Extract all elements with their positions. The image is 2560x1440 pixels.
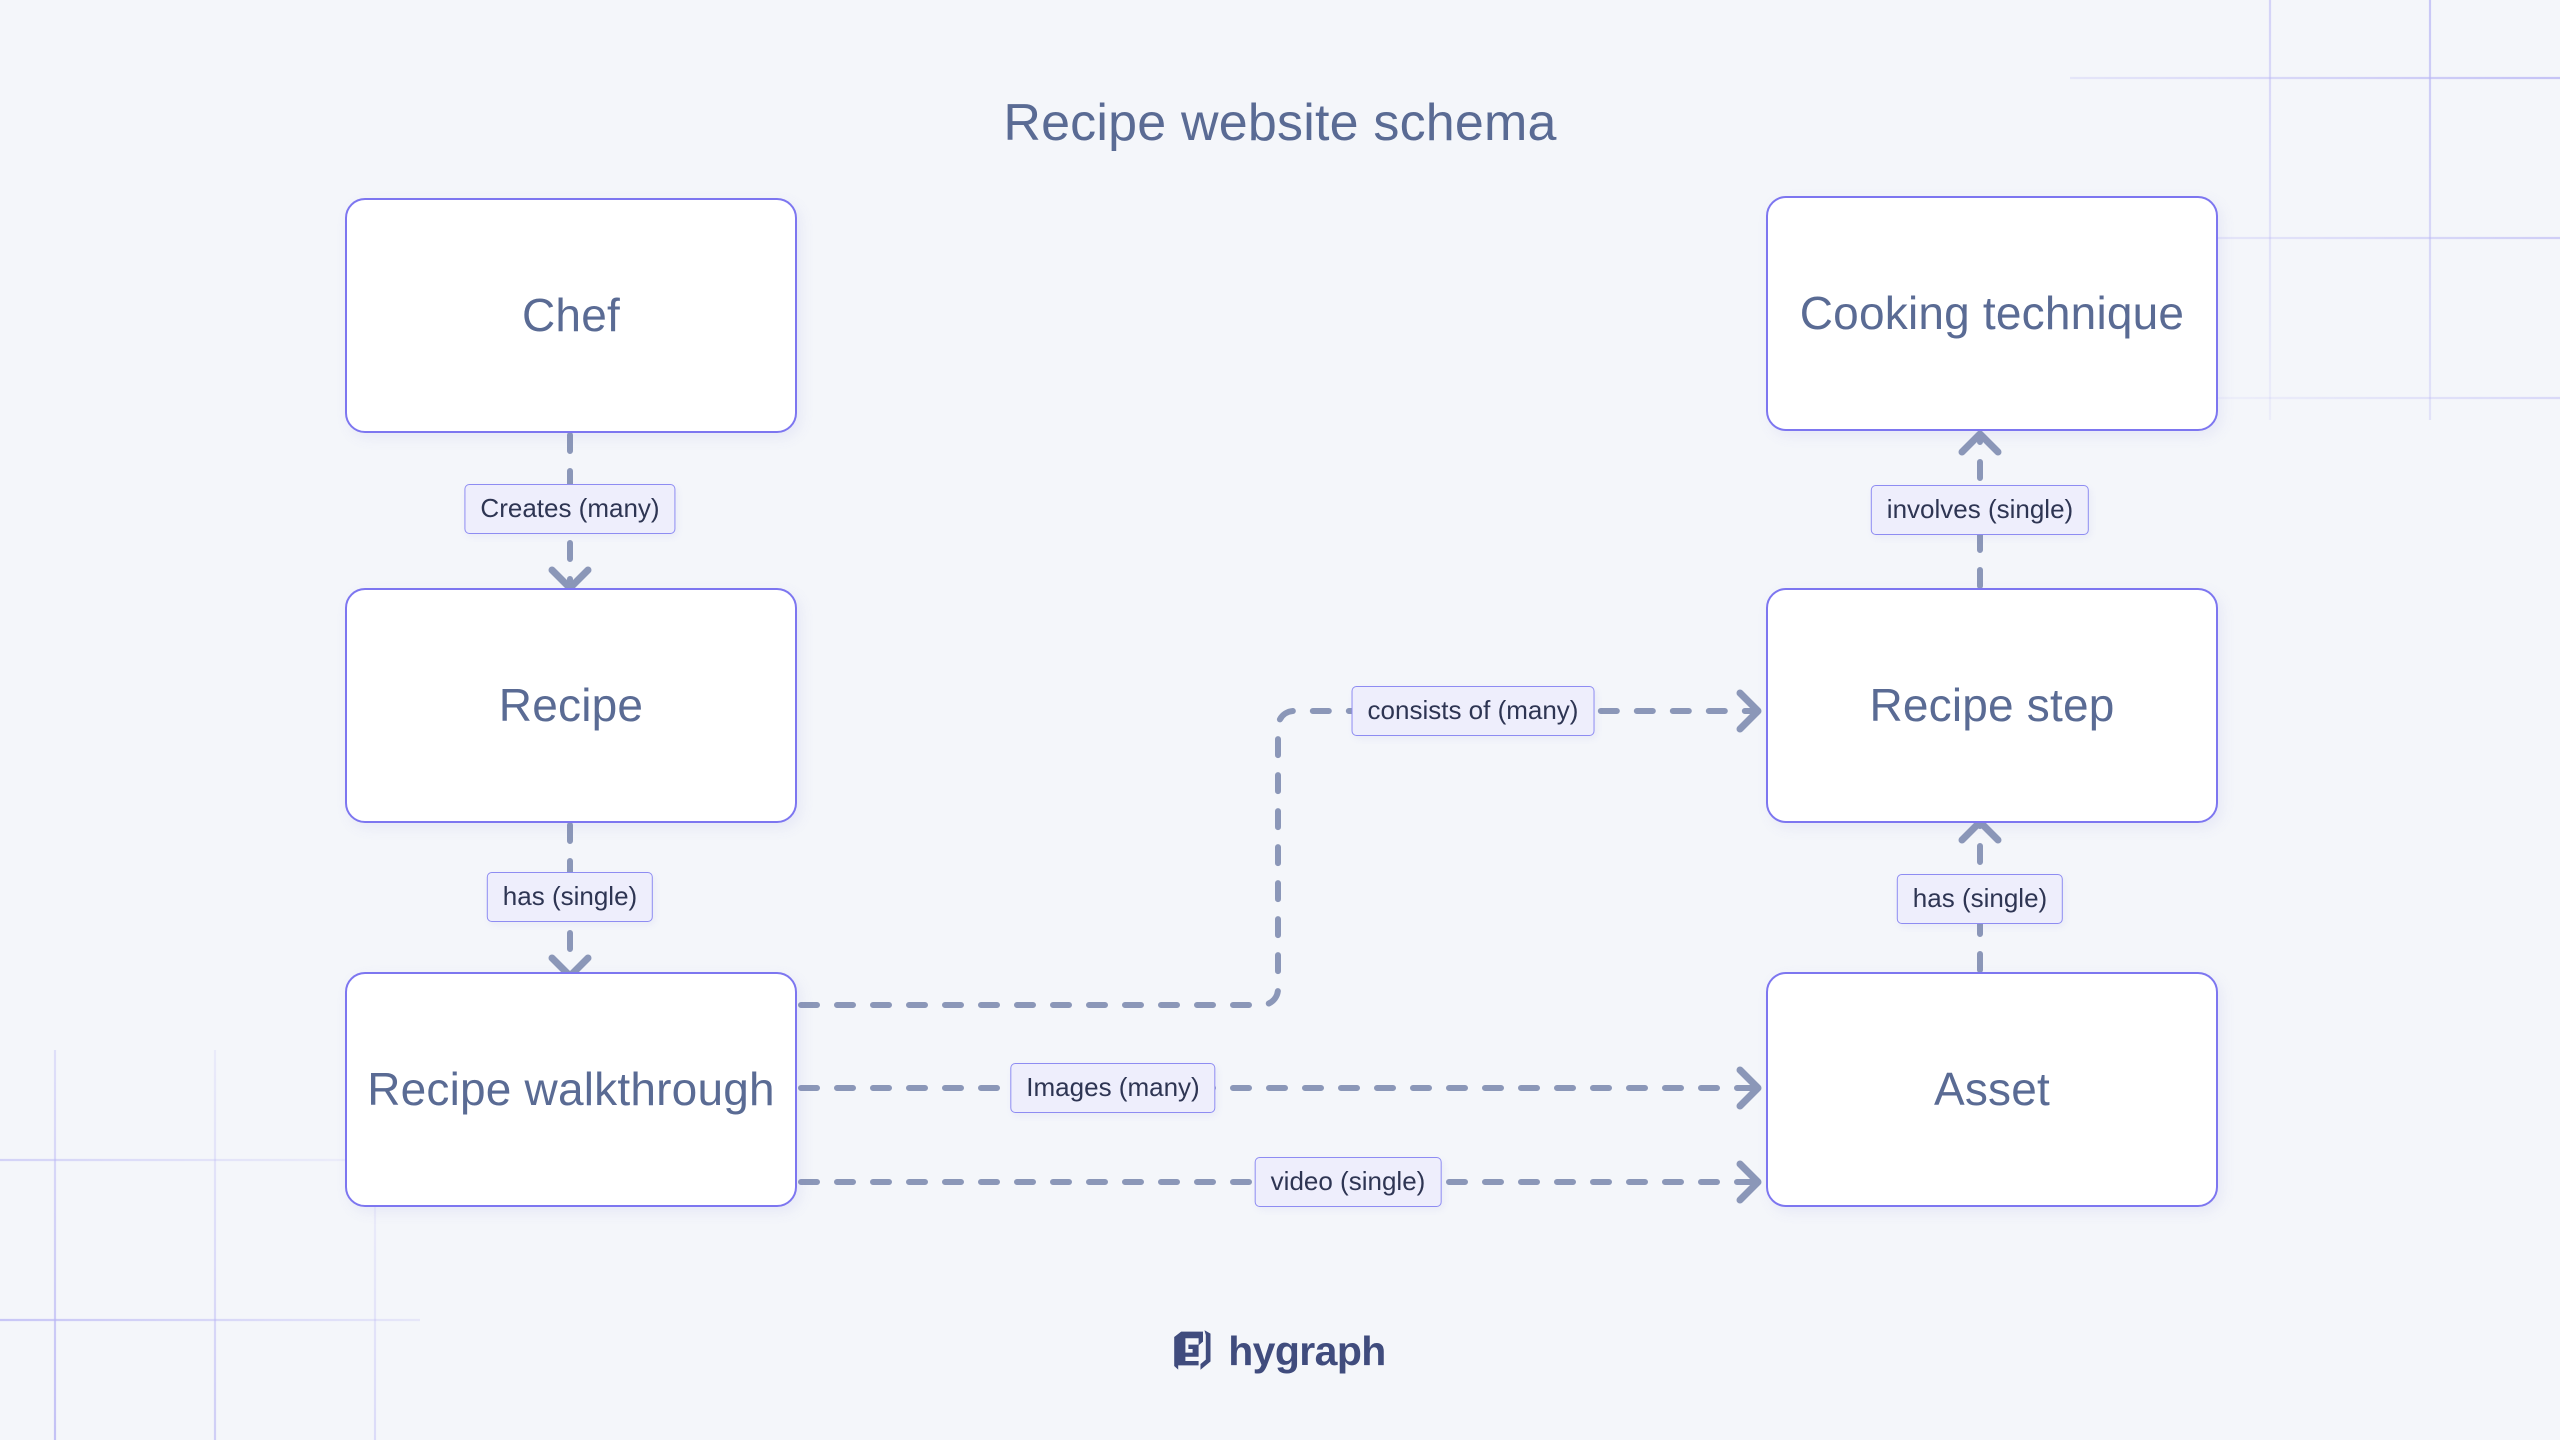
hygraph-g-mark-icon bbox=[1174, 1330, 1211, 1370]
node-asset[interactable]: Asset bbox=[1766, 972, 2218, 1207]
edge-label-images[interactable]: Images (many) bbox=[1010, 1063, 1216, 1113]
edge-label-creates[interactable]: Creates (many) bbox=[464, 484, 676, 534]
node-chef-label: Chef bbox=[522, 288, 620, 341]
node-cooking-technique[interactable]: Cooking technique bbox=[1766, 196, 2218, 431]
node-chef[interactable]: Chef bbox=[345, 198, 797, 433]
edge-consists-of-line bbox=[798, 708, 1759, 1008]
node-recipe-step[interactable]: Recipe step bbox=[1766, 588, 2218, 823]
node-recipe-label: Recipe bbox=[498, 678, 644, 731]
hygraph-logo: hygraph bbox=[0, 1328, 2560, 1372]
node-recipe[interactable]: Recipe bbox=[345, 588, 797, 823]
edge-label-involves[interactable]: involves (single) bbox=[1870, 485, 2090, 535]
page-title: Recipe website schema bbox=[1003, 94, 1557, 152]
arrowhead-up-involves bbox=[1958, 430, 2002, 456]
edge-label-video[interactable]: video (single) bbox=[1254, 1157, 1442, 1207]
edge-label-consists-of[interactable]: consists of (many) bbox=[1351, 686, 1595, 736]
edge-label-has-single-2[interactable]: has (single) bbox=[1896, 874, 2064, 924]
node-recipe-walkthrough[interactable]: Recipe walkthrough bbox=[345, 972, 797, 1207]
node-recipe-walkthrough-label: Recipe walkthrough bbox=[367, 1062, 775, 1115]
node-cooking-technique-label: Cooking technique bbox=[1799, 286, 2185, 339]
arrowhead-up-has-single-2 bbox=[1958, 818, 2002, 844]
hygraph-wordmark: hygraph bbox=[1228, 1327, 1386, 1374]
arrowhead-right-consists-of bbox=[1736, 689, 1762, 733]
arrowhead-right-images bbox=[1736, 1066, 1762, 1110]
edge-label-has-single-1[interactable]: has (single) bbox=[486, 872, 654, 922]
node-recipe-step-label: Recipe step bbox=[1869, 678, 2115, 731]
node-asset-label: Asset bbox=[1933, 1062, 2051, 1115]
arrowhead-right-video bbox=[1736, 1160, 1762, 1204]
